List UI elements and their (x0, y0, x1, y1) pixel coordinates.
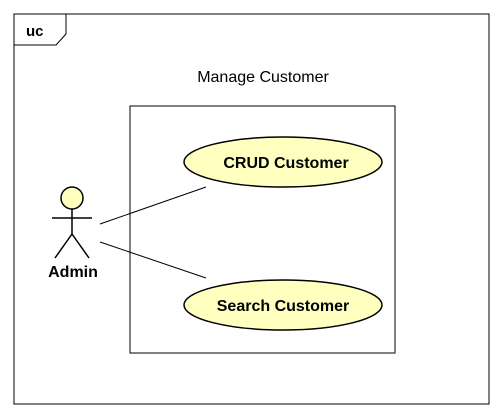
diagram-frame (13, 13, 490, 405)
actor-head (60, 186, 84, 210)
system-boundary (129, 105, 396, 354)
use-case-crud-customer[interactable]: CRUD Customer (183, 136, 383, 188)
use-case-ellipse (183, 279, 383, 331)
actor-left-leg (54, 233, 73, 259)
association-search[interactable] (99, 241, 207, 279)
use-case-ellipse (183, 136, 383, 188)
use-case-search-customer[interactable]: Search Customer (183, 279, 383, 331)
system-title: Manage Customer (197, 69, 329, 86)
actor-right-leg (71, 233, 90, 259)
use-case-label: Search Customer (217, 298, 350, 315)
use-case-label: CRUD Customer (223, 155, 348, 172)
association-crud[interactable] (99, 186, 207, 225)
actor-admin[interactable]: Admin (48, 186, 98, 281)
frame-tag: uc (26, 23, 44, 40)
frame-tag-box (13, 13, 67, 46)
actor-label: Admin (48, 264, 98, 281)
